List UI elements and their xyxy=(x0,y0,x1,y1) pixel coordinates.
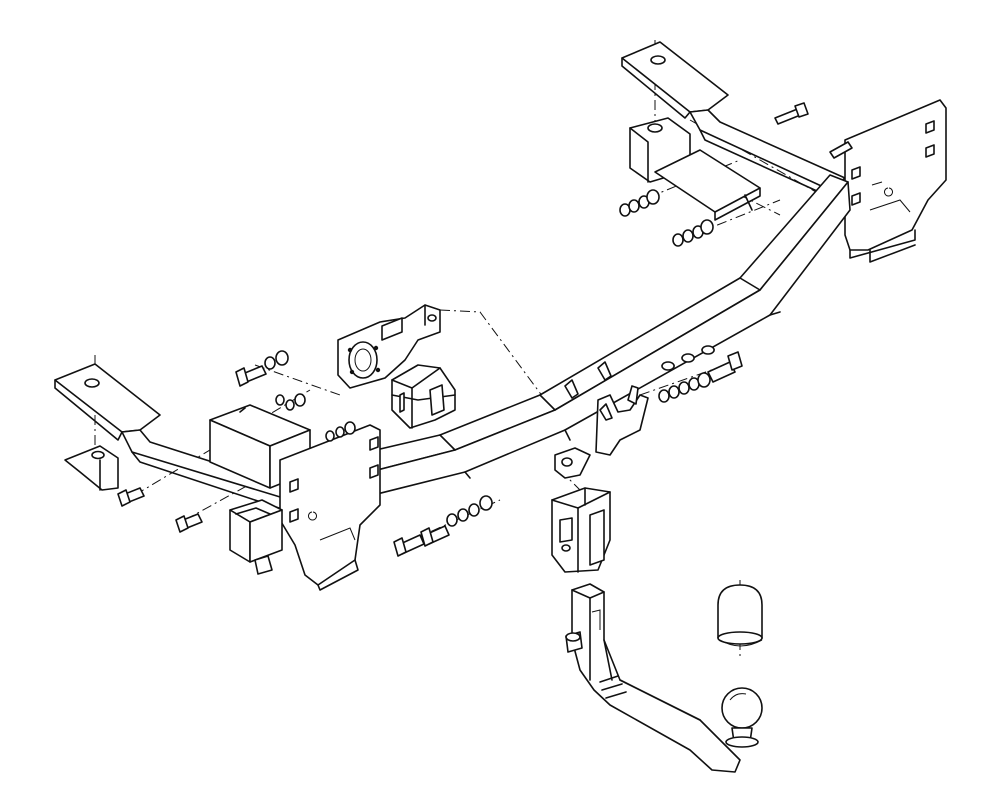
tow-ball xyxy=(721,687,763,748)
right-side-plate xyxy=(829,99,947,263)
right-mounting-arm xyxy=(619,41,846,247)
crossbar-fasteners-right xyxy=(658,351,743,403)
ball-mount-neck xyxy=(565,583,741,773)
electrical-socket xyxy=(391,364,456,429)
ball-cover xyxy=(717,584,763,647)
right-arm-nuts-lower xyxy=(672,219,714,247)
right-arm-nuts-upper xyxy=(619,189,660,217)
receiver-bracket xyxy=(554,385,649,479)
socket-bracket xyxy=(337,304,441,389)
left-fasteners xyxy=(235,350,356,442)
locking-block xyxy=(551,487,611,573)
lower-bolt-row xyxy=(393,495,493,557)
left-side-plate xyxy=(229,424,381,591)
